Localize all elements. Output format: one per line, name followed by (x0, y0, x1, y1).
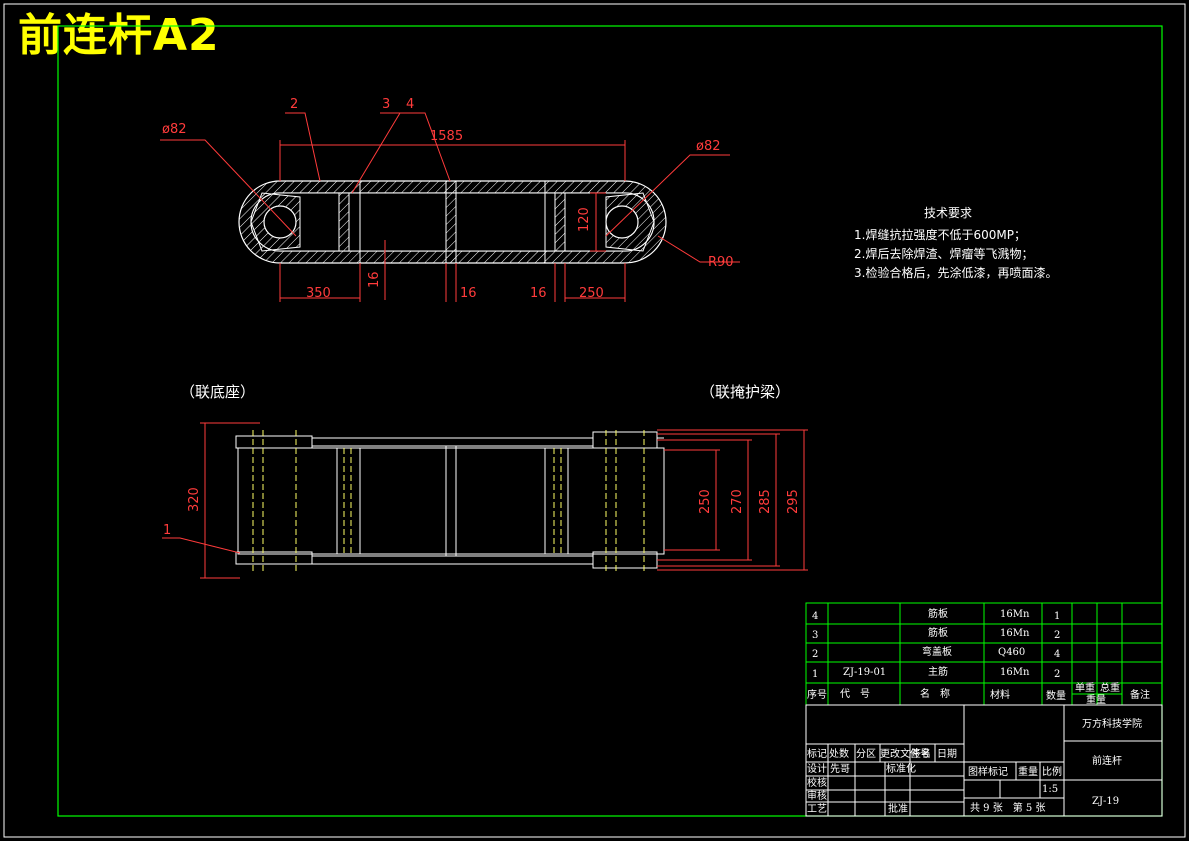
left-pin-hole (263, 205, 297, 239)
svg-text:先哥: 先哥 (830, 763, 850, 775)
top-view-centerlines (252, 430, 645, 572)
part-number-2: 2 (290, 97, 298, 112)
svg-text:2: 2 (1054, 630, 1060, 641)
svg-text:ZJ-19-01: ZJ-19-01 (843, 667, 886, 678)
dim-285: 285 (758, 489, 773, 514)
top-view (235, 431, 665, 569)
dim-dia-left: ø82 (162, 122, 187, 137)
dim-16-c: 16 (530, 286, 547, 301)
rib-3-right (554, 192, 566, 252)
svg-text:图样标记: 图样标记 (968, 765, 1008, 778)
tb-scale: 1:5 (1042, 784, 1058, 795)
dim-295: 295 (786, 489, 801, 514)
svg-text:Q460: Q460 (998, 647, 1025, 658)
part-number-1: 1 (163, 523, 171, 538)
label-left-end: （联底座） (180, 383, 255, 401)
svg-text:更改文件号: 更改文件号 (880, 747, 930, 760)
svg-text:标准化: 标准化 (886, 762, 916, 775)
svg-text:比例: 比例 (1042, 765, 1062, 778)
svg-text:4: 4 (812, 611, 818, 622)
svg-text:3: 3 (812, 630, 818, 641)
svg-text:备注: 备注 (1130, 688, 1150, 701)
dim-270: 270 (730, 489, 745, 514)
svg-text:单重: 单重 (1075, 681, 1095, 694)
part-number-3: 3 (382, 97, 390, 112)
svg-text:设计: 设计 (807, 762, 827, 775)
svg-text:筋板: 筋板 (928, 607, 948, 620)
svg-text:批准: 批准 (888, 802, 908, 815)
tb-school: 万方科技学院 (1082, 717, 1142, 730)
svg-text:校核: 校核 (807, 776, 827, 789)
dim-250: 250 (579, 286, 604, 301)
svg-text:弯盖板: 弯盖板 (922, 645, 952, 658)
dim-16-a: 16 (367, 271, 382, 288)
svg-text:16Mn: 16Mn (1000, 628, 1030, 639)
rib-4-middle (445, 180, 457, 264)
front-view: 1585 ø82 ø82 R90 120 350 250 16 16 16 2 … (160, 97, 740, 302)
bom-row-2: 2 弯盖板 Q460 4 (812, 645, 1060, 660)
title-block: 万方科技学院 前连杆 ZJ-19 标记 处数 分区 更改文件号 签名 日期 设计… (805, 704, 1163, 817)
bom-table: 4 筋板 16Mn 1 3 筋板 16Mn 2 2 弯盖板 Q460 4 1 Z… (805, 602, 1163, 706)
svg-text:16Mn: 16Mn (1000, 609, 1030, 620)
bom-row-3: 3 筋板 16Mn 2 (812, 626, 1060, 641)
bom-header: 序号 代 号 名 称 材料 数量 单重 总重 重量 备注 (807, 681, 1150, 706)
req-title: 技术要求 (924, 206, 972, 220)
right-pin-hole (605, 205, 639, 239)
svg-text:分区: 分区 (856, 748, 876, 760)
req-item-2: 2.焊后去除焊渣、焊瘤等飞溅物； (854, 246, 1033, 261)
svg-text:工艺: 工艺 (807, 803, 827, 815)
part-number-4: 4 (406, 97, 414, 112)
svg-text:序号: 序号 (807, 688, 827, 701)
svg-text:2: 2 (1054, 669, 1060, 680)
top-view-dimensions (162, 422, 808, 579)
dim-250-top: 250 (698, 489, 713, 514)
req-item-3: 3.检验合格后，先涂低漆，再喷面漆。 (854, 265, 1057, 280)
dim-dia-right: ø82 (696, 139, 721, 154)
bom-row-1: 1 ZJ-19-01 主筋 16Mn 2 (812, 665, 1060, 680)
svg-text:重量: 重量 (1086, 693, 1106, 706)
drawing-title: 前连杆A2 (18, 10, 220, 61)
svg-text:日期: 日期 (937, 748, 957, 760)
inner-frame (57, 25, 1163, 817)
svg-text:16Mn: 16Mn (1000, 667, 1030, 678)
dim-320: 320 (187, 487, 202, 512)
outer-border (3, 3, 1186, 838)
tb-drawing-no: ZJ-19 (1092, 796, 1119, 807)
svg-text:名 称: 名 称 (920, 687, 950, 700)
dim-radius: R90 (708, 255, 734, 270)
svg-text:审核: 审核 (807, 789, 827, 802)
rib-3-left (338, 192, 350, 252)
svg-text:4: 4 (1054, 649, 1060, 660)
dim-120: 120 (577, 207, 592, 232)
svg-text:2: 2 (812, 649, 818, 660)
svg-text:1: 1 (1054, 611, 1060, 622)
technical-requirements: 技术要求 1.焊缝抗拉强度不低于600MP； 2.焊后去除焊渣、焊瘤等飞溅物； … (854, 206, 1057, 280)
dim-16-b: 16 (460, 286, 477, 301)
svg-text:筋板: 筋板 (928, 626, 948, 639)
svg-text:代 号: 代 号 (840, 688, 870, 700)
svg-text:处数: 处数 (829, 747, 849, 760)
svg-text:总重: 总重 (1100, 681, 1120, 694)
tb-part-name: 前连杆 (1092, 754, 1122, 767)
svg-text:主筋: 主筋 (928, 665, 948, 678)
dim-350: 350 (306, 286, 331, 301)
req-item-1: 1.焊缝抗拉强度不低于600MP； (854, 227, 1026, 242)
svg-text:数量: 数量 (1046, 689, 1066, 702)
svg-text:材料: 材料 (990, 688, 1010, 701)
svg-text:1: 1 (812, 669, 818, 680)
svg-text:签名: 签名 (911, 747, 931, 760)
bom-row-4: 4 筋板 16Mn 1 (812, 607, 1060, 622)
tb-sheets: 共 9 张 第 5 张 (970, 801, 1045, 814)
svg-text:标记: 标记 (807, 748, 827, 760)
svg-text:重量: 重量 (1018, 765, 1038, 778)
dim-1585: 1585 (430, 129, 463, 144)
label-right-end: （联掩护梁） (700, 383, 790, 401)
